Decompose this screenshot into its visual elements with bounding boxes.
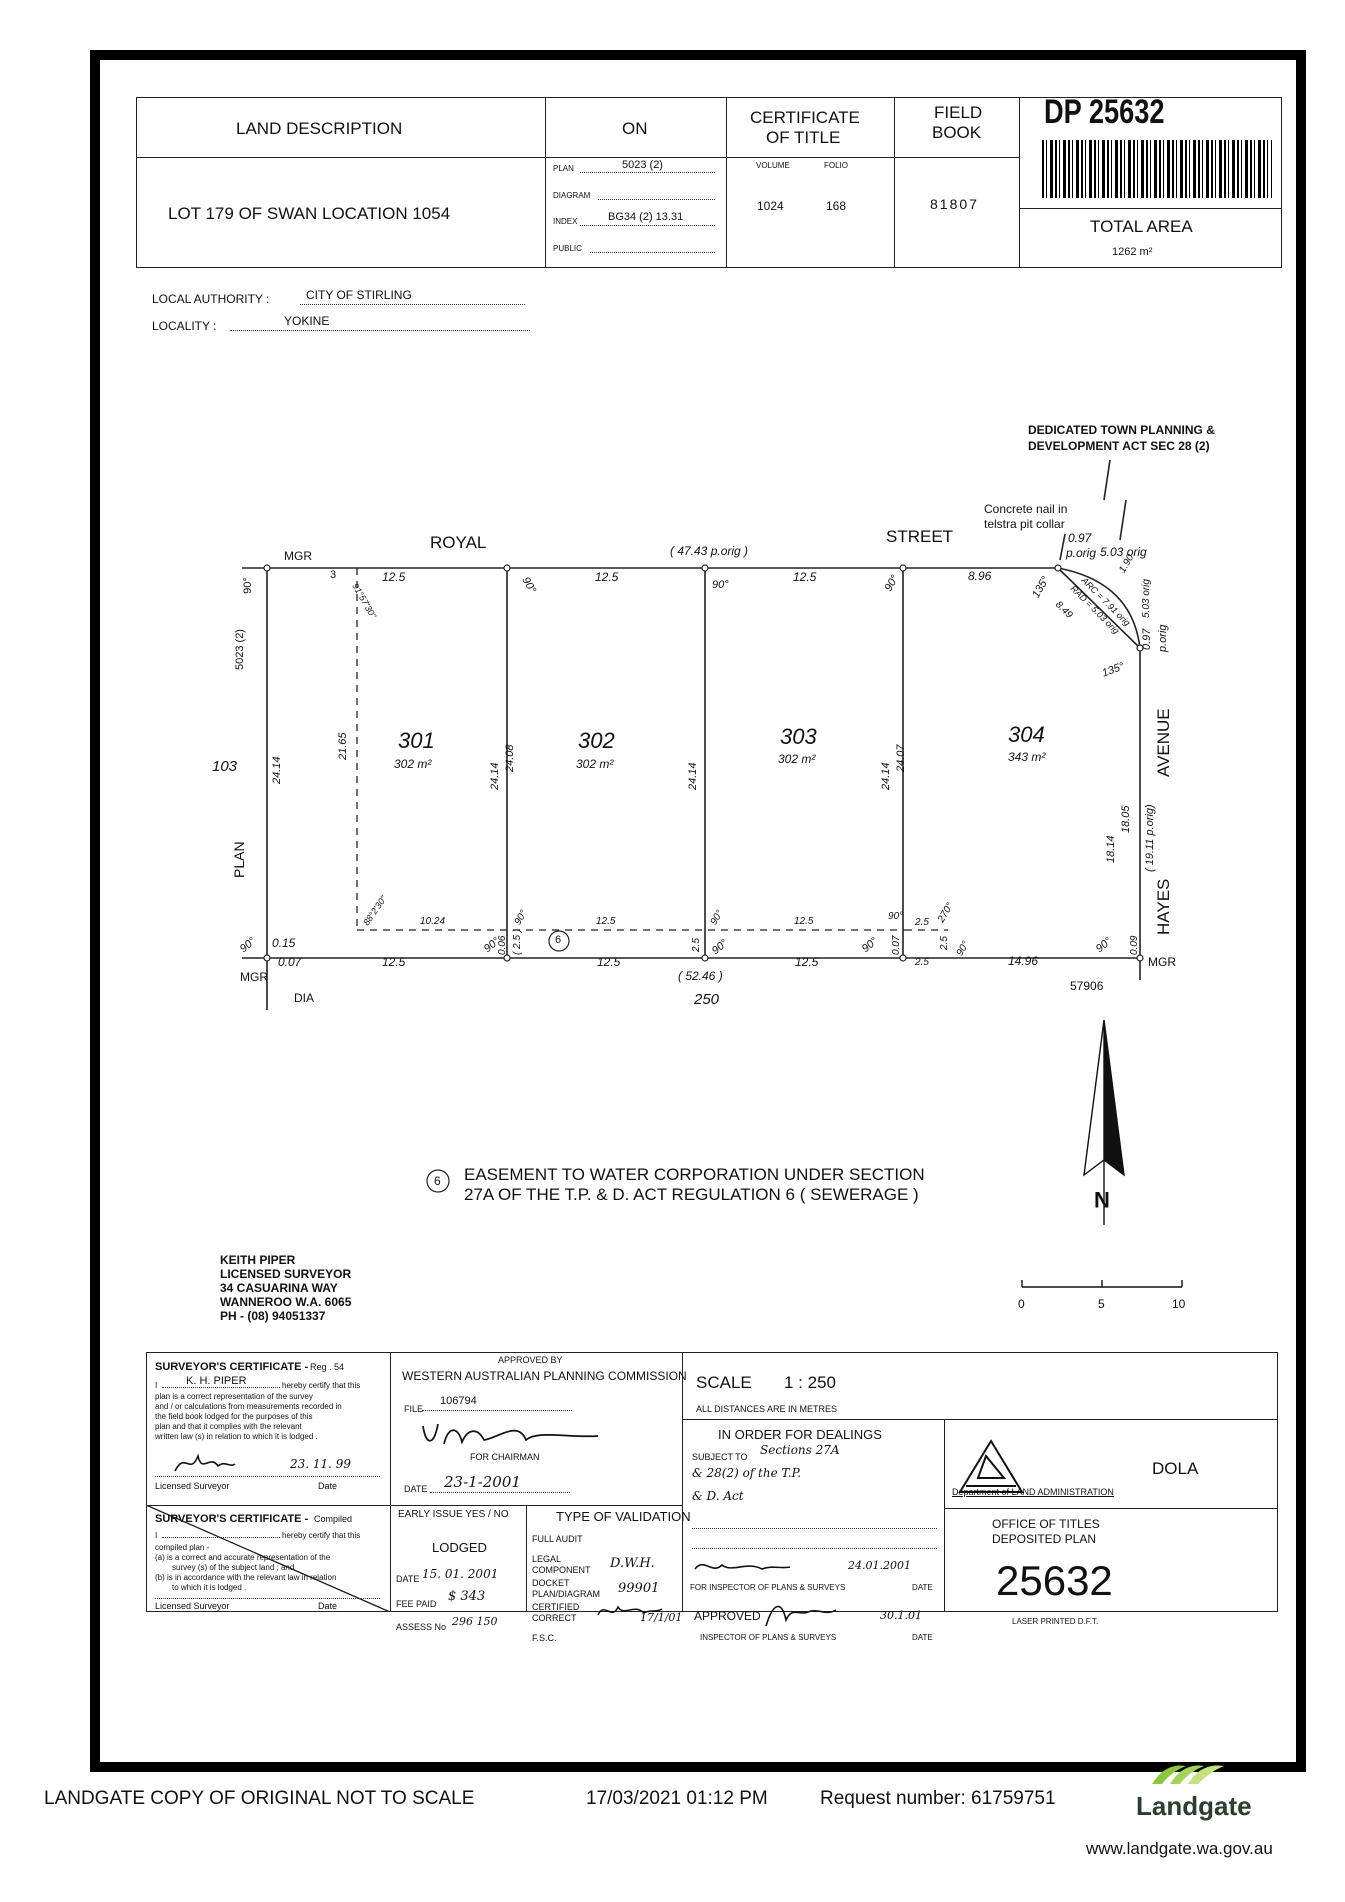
landgate-logo-icon bbox=[1152, 1765, 1224, 1784]
certificate-table bbox=[146, 1352, 1278, 1612]
dola-full-name: Department of LAND ADMINISTRATION bbox=[952, 1487, 1114, 1497]
footer-copy-notice: LANDGATE COPY OF ORIGINAL NOT TO SCALE bbox=[44, 1788, 475, 1809]
scale-value: 1 : 250 bbox=[784, 1373, 836, 1392]
chairman-signature bbox=[422, 1423, 599, 1445]
landgate-url[interactable]: www.landgate.wa.gov.au bbox=[1086, 1839, 1273, 1858]
footer-request-number: Request number: 61759751 bbox=[820, 1788, 1056, 1809]
lodged-label: LODGED bbox=[432, 1540, 487, 1555]
lot-302-area: 302 m² bbox=[576, 757, 614, 771]
certificate-label: CERTIFICATE bbox=[750, 108, 860, 127]
office-of-titles: OFFICE OF TITLES bbox=[992, 1517, 1100, 1531]
approved-by: APPROVED BY bbox=[498, 1355, 563, 1365]
scale-bar-5: 5 bbox=[1098, 1297, 1105, 1311]
lodged-date-value: 15. 01. 2001 bbox=[422, 1567, 499, 1581]
assess-value: 296 150 bbox=[452, 1615, 498, 1628]
lot-103: 103 bbox=[212, 758, 238, 775]
dedicated-note: DEDICATED TOWN PLANNING & bbox=[1028, 423, 1215, 437]
wapc-label: WESTERN AUSTRALIAN PLANNING COMMISSION bbox=[402, 1369, 687, 1383]
scale-bar-10: 10 bbox=[1172, 1297, 1186, 1311]
folio-value: 168 bbox=[826, 199, 847, 213]
plan-57906: 57906 bbox=[1070, 979, 1104, 993]
street-name-royal: ROYAL bbox=[430, 533, 487, 552]
lot-304-number: 304 bbox=[1008, 722, 1045, 747]
local-authority-value: CITY OF STIRLING bbox=[306, 288, 412, 302]
dp-number: DP 25632 bbox=[1044, 93, 1165, 131]
cert1-name: K. H. PIPER bbox=[186, 1375, 247, 1387]
scale-bar-0: 0 bbox=[1018, 1297, 1025, 1311]
docket-value: 99901 bbox=[618, 1581, 660, 1596]
volume-value: 1024 bbox=[757, 199, 784, 213]
approved-date-value: 30.1.01 bbox=[880, 1609, 922, 1622]
top-total-dimension: ( 47.43 p.orig ) bbox=[670, 544, 749, 558]
barcode bbox=[1042, 140, 1272, 198]
lot-304-area: 343 m² bbox=[1008, 750, 1046, 764]
deposited-plan-number: 25632 bbox=[996, 1557, 1113, 1604]
scale-label: SCALE bbox=[696, 1373, 752, 1392]
easement-marker-plan: 6 bbox=[555, 934, 562, 946]
total-area-label: TOTAL AREA bbox=[1090, 217, 1193, 236]
avenue-label: AVENUE bbox=[1154, 708, 1173, 777]
dola-logo-icon bbox=[958, 1439, 1024, 1493]
lot-301-area: 302 m² bbox=[394, 757, 432, 771]
wapc-file-value: 106794 bbox=[440, 1395, 477, 1407]
wapc-date-value: 23-1-2001 bbox=[444, 1473, 521, 1491]
dola-label: DOLA bbox=[1152, 1459, 1199, 1478]
concrete-nail-note: Concrete nail in bbox=[984, 502, 1068, 516]
surveyor-name: KEITH PIPER bbox=[220, 1253, 296, 1267]
legal-component-value: D.W.H. bbox=[610, 1556, 655, 1571]
inspector-signature bbox=[694, 1563, 791, 1570]
approved-label: APPROVED bbox=[694, 1609, 761, 1623]
easement-note-2: 27A OF THE T.P. & D. ACT REGULATION 6 ( … bbox=[464, 1185, 919, 1204]
lot-description: LOT 179 OF SWAN LOCATION 1054 bbox=[168, 204, 451, 223]
cert1-signature bbox=[174, 1453, 236, 1472]
lot-301-number: 301 bbox=[398, 728, 435, 753]
lot-303-area: 302 m² bbox=[778, 752, 816, 766]
certified-date: 17/1/01 bbox=[640, 1611, 683, 1624]
type-of-validation: TYPE OF VALIDATION bbox=[556, 1509, 691, 1524]
street-name-street: STREET bbox=[886, 527, 954, 546]
bottom-total-dimension: ( 52.46 ) bbox=[678, 969, 723, 983]
lot-303-number: 303 bbox=[780, 724, 817, 749]
cert1-title: SURVEYOR'S CERTIFICATE - bbox=[155, 1361, 309, 1373]
north-label: N bbox=[1094, 1187, 1110, 1212]
footer-datetime: 17/03/2021 01:12 PM bbox=[586, 1788, 768, 1809]
subject-to-value-1: Sections 27A bbox=[760, 1443, 840, 1457]
field-book-value: 81807 bbox=[930, 196, 979, 212]
landgate-brand: Landgate bbox=[1136, 1791, 1252, 1821]
locality-value: YOKINE bbox=[284, 314, 330, 328]
plan-value: 5023 (2) bbox=[622, 159, 663, 171]
fee-paid-value: $ 343 bbox=[448, 1589, 486, 1604]
certified-signature bbox=[597, 1605, 663, 1616]
lot-302-number: 302 bbox=[578, 728, 615, 753]
easement-note-1: EASEMENT TO WATER CORPORATION UNDER SECT… bbox=[464, 1165, 925, 1184]
cert1-date-value: 23. 11. 99 bbox=[290, 1457, 352, 1471]
dia-250: 250 bbox=[694, 991, 720, 1008]
survey-plan-drawing bbox=[242, 459, 1183, 1288]
total-area-value: 1262 m² bbox=[1112, 246, 1153, 258]
index-value: BG34 (2) 13.31 bbox=[608, 211, 684, 223]
cert2-title: SURVEYOR'S CERTIFICATE - bbox=[155, 1513, 309, 1525]
approved-signature bbox=[765, 1605, 837, 1627]
field-book-label: FIELD bbox=[934, 103, 983, 122]
dia-label: DIA bbox=[294, 991, 315, 1005]
header-table bbox=[136, 97, 1282, 268]
in-order-for-dealings: IN ORDER FOR DEALINGS bbox=[718, 1427, 882, 1442]
land-description-label: LAND DESCRIPTION bbox=[236, 119, 403, 138]
plan-word: PLAN bbox=[231, 841, 247, 878]
plan-frame: LAND DESCRIPTION ON CERTIFICATE OF TITLE… bbox=[90, 50, 1306, 1772]
on-label: ON bbox=[622, 119, 648, 138]
inspector-date-value: 24.01.2001 bbox=[848, 1559, 911, 1572]
hayes-label: HAYES bbox=[1154, 878, 1173, 935]
